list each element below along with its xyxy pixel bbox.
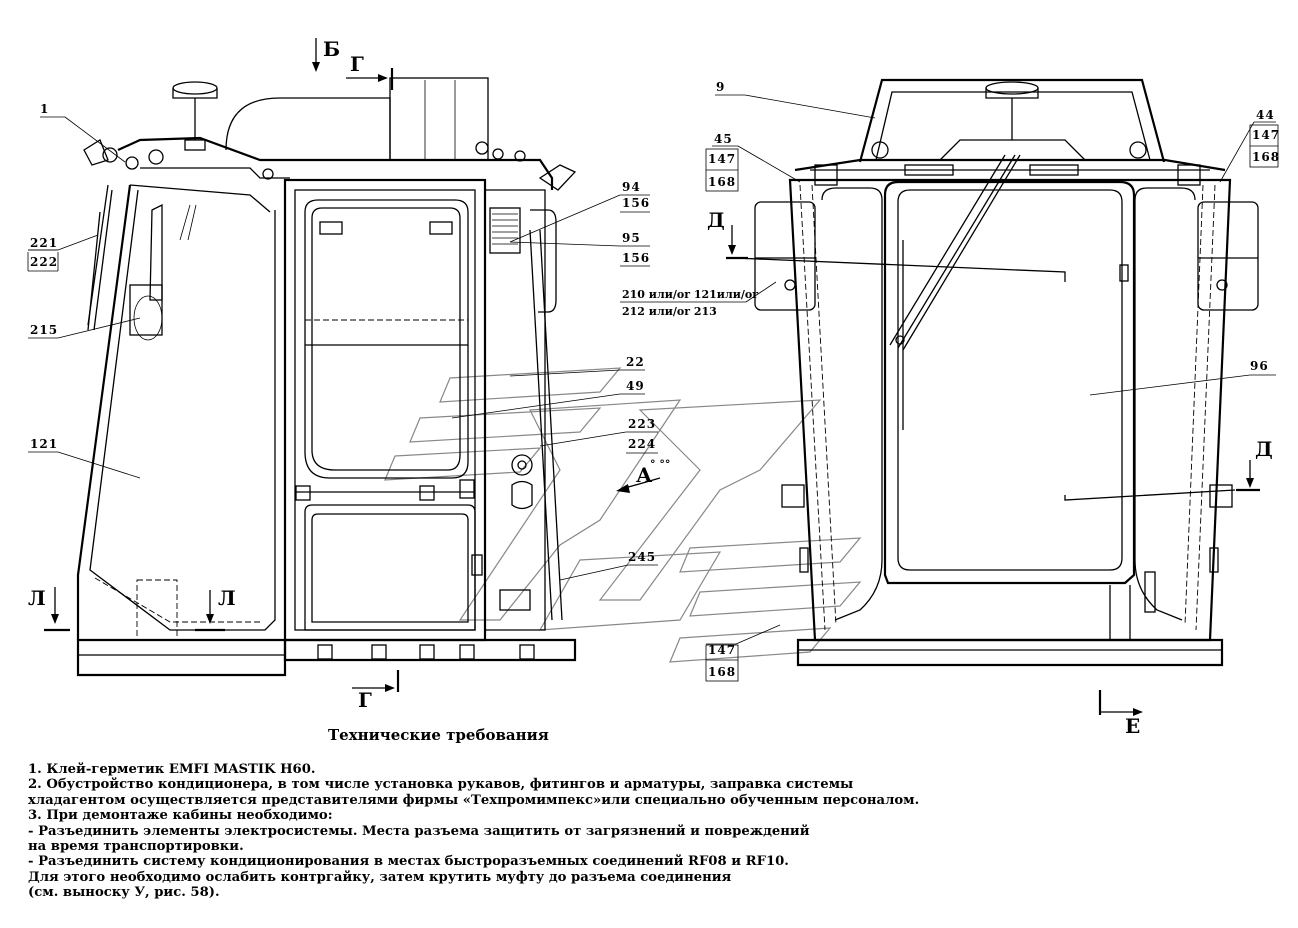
callout-45: 45 [714,132,733,146]
callout-224: 224 [628,437,656,451]
callout-222: 222 [30,255,58,269]
callout-9: 9 [716,80,725,94]
callout-147a: 147 [708,152,736,166]
callout-147b: 147 [1252,128,1280,142]
cab-side-view [76,77,577,677]
note-line: Для этого необходимо ослабить контргайку… [28,869,732,885]
section-g-bottom: Г [358,688,372,712]
section-g-top: Г [350,52,364,76]
callout-168b: 168 [1252,150,1280,164]
cab-front-view [734,78,1259,667]
callout-156a: 156 [622,196,650,210]
callout-223: 223 [628,417,656,431]
callout-96: 96 [1250,359,1269,373]
callout-168a: 168 [708,175,736,189]
section-l-right: Л [218,586,236,610]
callout-94: 94 [622,180,641,194]
callout-49: 49 [626,379,645,393]
callout-44: 44 [1256,108,1275,122]
section-markers: Б Г Г Л Л Д Д А ° °° Е [28,37,1273,738]
note-line: (см. выноску У, рис. 58). [28,885,220,901]
callout-168c: 168 [708,665,736,679]
note-line: 1. Клей-герметик EMFI MASTIK H60. [28,762,316,777]
leader-lines [28,94,1276,645]
callout-245: 245 [628,550,656,564]
callout-215: 215 [30,323,58,337]
callout-212: 212 или/or 213 [622,305,717,318]
svg-text:° °°: ° °° [650,458,670,471]
callout-1: 1 [40,102,49,116]
note-line: 3. При демонтаже кабины необходимо: [28,808,333,824]
callout-156b: 156 [622,251,650,265]
note-line: - Разъединить систему кондиционирования … [28,854,789,870]
watermark-logo [384,367,862,663]
callout-210: 210 или/or 121или/or [622,288,758,301]
callout-22: 22 [626,355,645,369]
callout-121: 121 [30,437,58,451]
section-b: Б [323,37,340,61]
callout-147c: 147 [708,643,736,657]
callout-labels: 1 221 222 215 121 94 156 95 156 210 или/… [27,80,1280,682]
note-line: на время транспортировки. [28,839,244,855]
notes-title: Технические требования [328,726,549,744]
note-line: хладагентом осуществляется представителя… [28,792,920,808]
section-d-bottom: Д [1255,437,1273,461]
section-d-top: Д [707,208,725,232]
technical-notes: 1. Клей-герметик EMFI MASTIK H60. 2. Обу… [28,762,1128,901]
callout-95: 95 [622,231,641,245]
callout-221: 221 [30,236,58,250]
note-line: 2. Обустройство кондиционера, в том числ… [28,777,854,793]
section-e: Е [1125,714,1140,738]
note-line: - Разъединить элементы электросистемы. М… [28,823,810,839]
section-l-left: Л [28,586,46,610]
